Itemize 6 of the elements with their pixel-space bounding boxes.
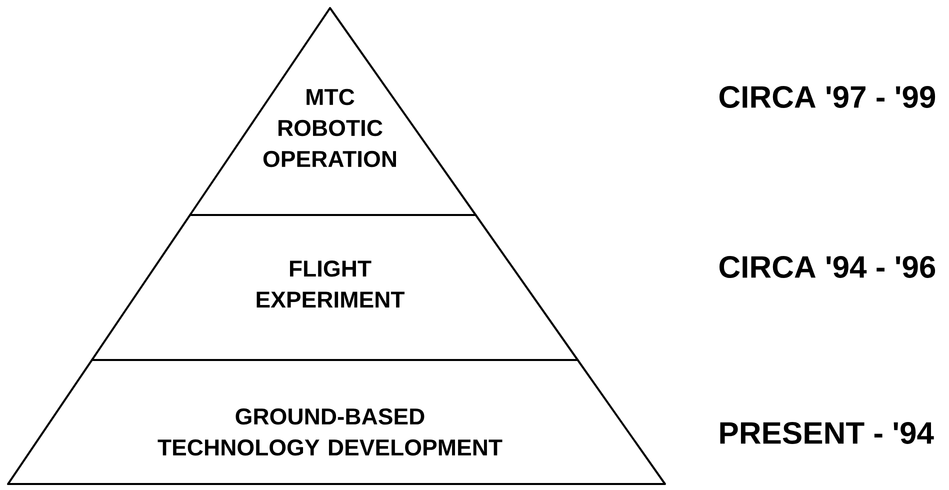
pyramid-level: FLIGHT EXPERIMENT <box>90 214 579 361</box>
pyramid-level: MTC ROBOTIC OPERATION <box>189 7 477 216</box>
date-label: CIRCA '97 - '99 <box>719 86 936 108</box>
pyramid-level: GROUND-BASED TECHNOLOGY DEVELOPMENT <box>7 359 666 485</box>
date-label: CIRCA '94 - '96 <box>719 256 936 278</box>
date-label: PRESENT - '94 <box>720 422 934 444</box>
